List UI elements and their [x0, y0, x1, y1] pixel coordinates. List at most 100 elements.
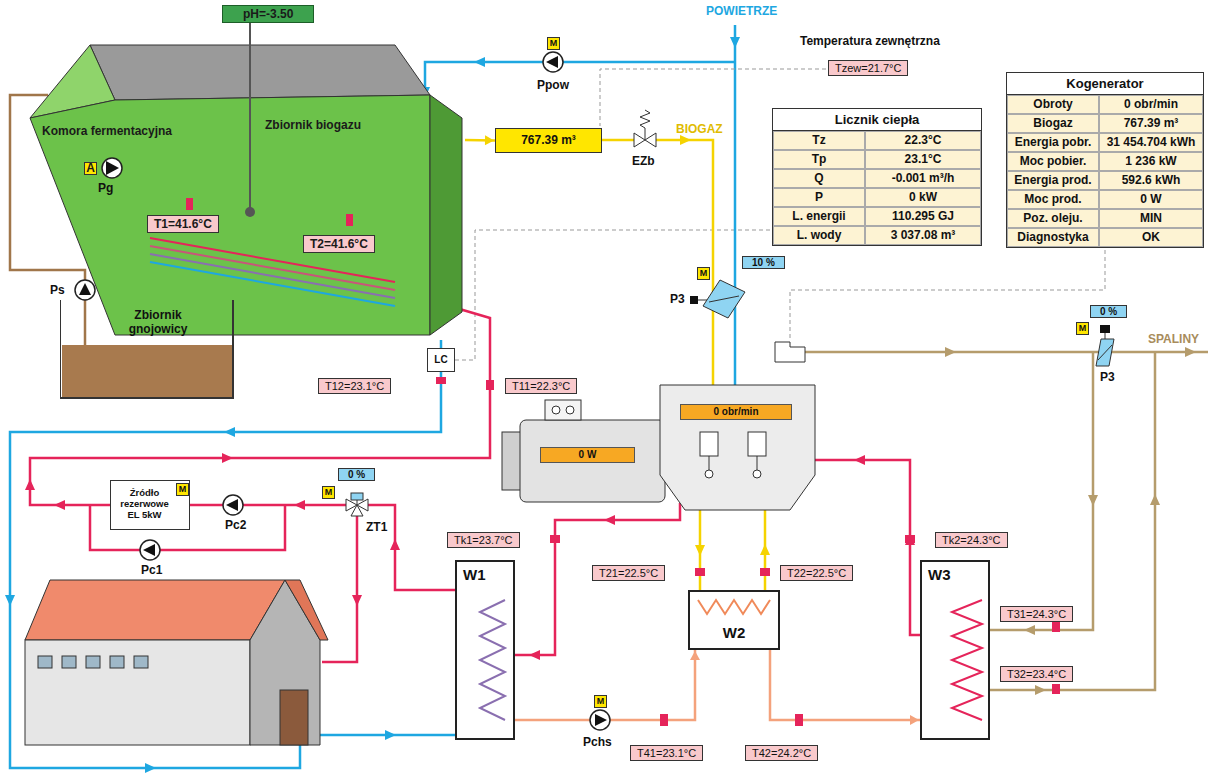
power-display-text: 0 W — [541, 448, 634, 462]
arrow-head — [690, 651, 700, 660]
flow-arrow — [529, 650, 540, 660]
pump-symbol — [546, 56, 558, 68]
table-heading: Licznik ciepła — [773, 109, 981, 131]
exchanger-coil — [952, 600, 982, 720]
temperature-readout: T11=22.3°C — [505, 378, 577, 394]
pipe-connector — [455, 230, 772, 360]
temperature-readout-text: T42=24.2°C — [752, 747, 811, 759]
temperature-sensor — [1052, 684, 1060, 694]
temperature-readout-text: T11=22.3°C — [512, 380, 570, 392]
flow-arrow — [730, 37, 740, 48]
digester-tank-outline — [346, 214, 353, 226]
pipe-line — [656, 140, 713, 385]
mode-badge-text: M — [323, 487, 334, 498]
backup-heater-text: Źródło rezerwowe EL 5kW — [115, 487, 174, 520]
part-label: SPALINY — [1148, 332, 1199, 346]
temperature-sensor — [550, 535, 560, 543]
temperature-readout: Tk1=23.7°C — [447, 532, 520, 548]
temperature-readout: T41=23.1°C — [630, 745, 703, 761]
temperature-readout-text: Tk1=23.7°C — [454, 534, 513, 546]
power-display: 0 W — [540, 447, 635, 463]
part-label: POWIETRZE — [706, 4, 777, 18]
digester-tank-outline — [186, 198, 193, 210]
table-cell: 110.295 GJ — [865, 207, 981, 226]
valve-position-text: 0 % — [1100, 306, 1117, 317]
rpm-display-text: 0 obr/min — [681, 405, 791, 419]
digester-tank-outline — [90, 45, 430, 100]
controller-box-text: LC — [428, 349, 454, 371]
digester-tank-outline — [245, 207, 255, 217]
digester-tank-outline — [430, 95, 462, 335]
pump-symbol — [226, 499, 238, 511]
temperature-sensor — [486, 380, 494, 390]
flow-arrow — [294, 500, 305, 510]
flow-arrow — [385, 730, 396, 740]
digester-tank-outline — [150, 254, 395, 298]
table-cell: 592.6 kWh — [1099, 171, 1203, 190]
exchanger-coil — [480, 600, 505, 720]
auto-badge-text: A — [85, 163, 96, 174]
outdoor-temperature-text: Temperatura zewnętrzna — [800, 34, 940, 48]
part-label: BIOGAZ — [676, 122, 723, 136]
rpm-display: 0 obr/min — [680, 404, 792, 420]
table-cell: Obroty — [1007, 95, 1099, 114]
temperature-readout: T2=41.6°C — [303, 235, 375, 253]
table-heading: Kogenerator — [1007, 73, 1203, 95]
pump-symbol — [223, 495, 243, 515]
outdoor-temperature-text: Tzew=21.7°C — [828, 60, 908, 76]
table-cell: L. wody — [773, 226, 865, 245]
controller-box: LC — [427, 348, 455, 372]
mode-badge: M — [176, 483, 189, 496]
part-label: Ppow — [537, 78, 569, 92]
pipe-line — [190, 504, 346, 507]
pipe-line — [805, 351, 1208, 354]
part-label: Ps — [50, 283, 65, 297]
digester-tank: Komora fermentacyjnaZbiornik biogazupH=-… — [20, 0, 465, 340]
pump-symbol — [590, 710, 610, 730]
temperature-readout: T1=41.6°C — [147, 215, 219, 233]
valve-position: 10 % — [742, 256, 785, 269]
pipe-connector — [515, 650, 700, 720]
pipe-connector — [465, 135, 495, 145]
slurry-tank-text: Zbiornik gnojowicy — [108, 308, 208, 336]
table-cell: 22.3°C — [865, 131, 981, 150]
temperature-readout-text: T2=41.6°C — [310, 237, 368, 251]
valve-position-text: 0 % — [348, 469, 365, 480]
part-label: Pg — [98, 181, 113, 195]
part-label: P3 — [1100, 370, 1115, 384]
flow-arrow — [945, 347, 956, 357]
temperature-readout: T42=24.2°C — [745, 745, 818, 761]
heat-exchanger-text: W2 — [696, 624, 772, 641]
pipe-connector — [455, 230, 772, 360]
table-cell: 1 236 kW — [1099, 152, 1203, 171]
mode-badge-text: M — [1077, 323, 1088, 334]
digester-tank-outline — [30, 95, 430, 335]
pump-symbol — [75, 280, 95, 300]
heat-exchanger: W2 — [688, 590, 780, 650]
auto-badge: A — [84, 162, 97, 175]
arrow-head — [485, 135, 494, 145]
arrow-head — [910, 715, 919, 725]
heat-exchanger-text: W3 — [928, 566, 982, 583]
table-cell: P — [773, 188, 865, 207]
table-cell: Energia pobr. — [1007, 133, 1099, 152]
temperature-readout-text: T32=23.4°C — [1007, 668, 1066, 680]
valve-position-text: 10 % — [752, 257, 775, 268]
pipe-line — [734, 25, 737, 385]
cogenerator-table: KogeneratorObroty0 obr/minBiogaz767.39 m… — [1006, 72, 1204, 248]
mode-badge-text: M — [698, 268, 709, 279]
digester-tank-outline — [249, 21, 251, 208]
temperature-readout: T12=23.1°C — [318, 378, 391, 394]
pipe-connector — [770, 650, 920, 720]
valve-position: 0 % — [1090, 305, 1127, 318]
pump-symbol — [140, 540, 160, 560]
part-label: Pc1 — [141, 563, 162, 577]
flow-arrow — [390, 539, 400, 550]
flow-arrow — [54, 500, 65, 510]
temperature-readout: T21=22.5°C — [592, 565, 665, 581]
slurry-tank-outline — [60, 300, 233, 398]
temperature-readout-text: T22=22.5°C — [787, 567, 846, 579]
gas-meter-text: 767.39 m³ — [496, 129, 601, 152]
table-cell: -0.001 m³/h — [865, 169, 981, 188]
